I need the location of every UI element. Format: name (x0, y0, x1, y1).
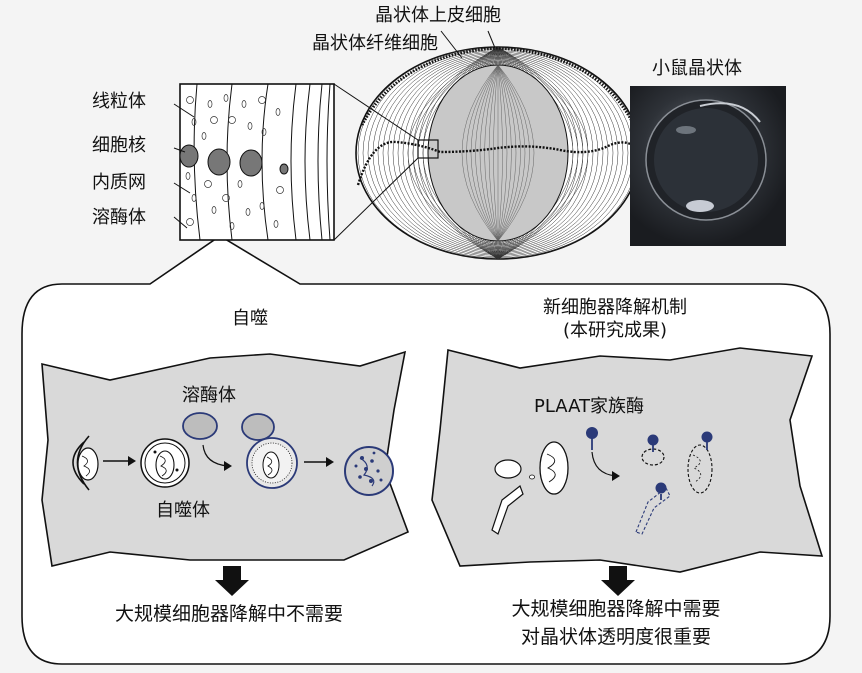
plaat-label: PLAAT家族酶 (534, 396, 645, 417)
lysosome-label: 溶酶体 (182, 385, 236, 406)
new-mechanism-subtitle: (本研究成果) (562, 320, 668, 341)
fiber-cell-label: 晶状体纤维细胞 (312, 33, 438, 54)
epithelial-label: 晶状体上皮细胞 (375, 5, 501, 26)
cell-left (41, 350, 410, 567)
right-conclusion-line2: 对晶状体透明度很重要 (520, 626, 712, 648)
zoomed-fiber-cells (179, 83, 335, 241)
autophagosome-label: 自噬体 (156, 500, 210, 521)
mouse-lens-photo (630, 86, 786, 246)
cell-right (431, 347, 824, 573)
lens-diagram (355, 46, 641, 260)
left-conclusion: 大规模细胞器降解中不需要 (114, 603, 344, 625)
organelle-label-nucleus: 细胞核 (92, 135, 146, 156)
autophagy-title: 自噬 (232, 308, 268, 329)
organelle-label-lysosome: 溶酶体 (92, 207, 146, 228)
organelle-label-mitochondria: 线粒体 (92, 91, 146, 112)
new-mechanism-title: 新细胞器降解机制 (543, 297, 687, 318)
right-conclusion-line1: 大规模细胞器降解中需要 (511, 598, 721, 620)
organelle-label-er: 内质网 (92, 172, 146, 193)
mouse-lens-label: 小鼠晶状体 (652, 58, 742, 79)
